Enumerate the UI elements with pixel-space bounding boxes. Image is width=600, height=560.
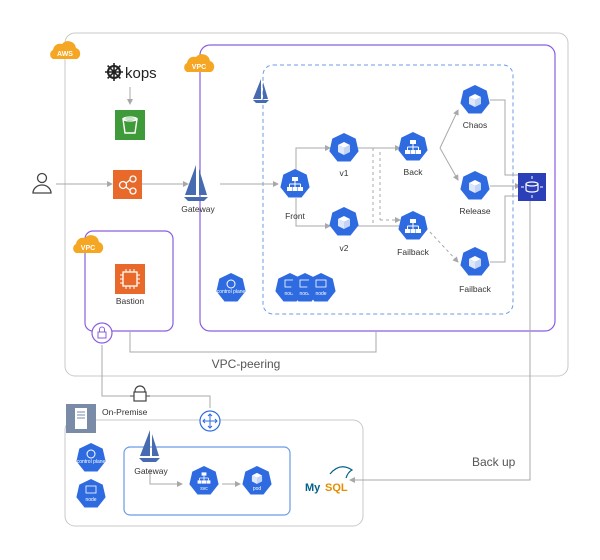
mysql-dolphin-icon xyxy=(329,466,354,479)
front-label: Front xyxy=(285,211,305,221)
back-up-label: Back up xyxy=(472,455,516,469)
aws-cloud-tag: AWS xyxy=(50,41,81,59)
back-label: Back xyxy=(404,167,424,177)
release-pod-icon xyxy=(460,171,490,200)
svg-text:node: node xyxy=(299,291,310,297)
svg-text:AWS: AWS xyxy=(57,51,73,58)
svg-text:SQL: SQL xyxy=(325,482,348,494)
onpremise-label: On-Premise xyxy=(102,407,148,417)
onprem-pod-icon: pod xyxy=(242,466,272,495)
failback-svc-label: Failback xyxy=(397,247,429,257)
aws-gateway-icon xyxy=(113,170,142,199)
v1-pod-icon xyxy=(329,133,359,162)
chaos-label: Chaos xyxy=(463,120,488,130)
vpc-cloud-tag-bastion: VPC xyxy=(73,235,104,253)
s3-bucket-icon xyxy=(115,110,145,140)
svg-text:VPC: VPC xyxy=(192,64,206,71)
istio-sail-icon-small xyxy=(253,79,269,103)
back-svc-icon xyxy=(398,132,428,161)
svg-text:kops: kops xyxy=(125,65,157,82)
svg-text:node: node xyxy=(315,291,326,297)
connectors xyxy=(56,87,531,487)
svg-text:VPC: VPC xyxy=(81,245,95,252)
onprem-node-icon: node xyxy=(76,479,106,508)
svg-text:control plane: control plane xyxy=(77,459,106,465)
gateway-label: Gateway xyxy=(181,204,215,214)
onprem-control-plane-icon: control plane xyxy=(76,443,106,472)
onpremise-cluster-group xyxy=(123,446,291,516)
v1-label: v1 xyxy=(340,168,349,178)
chaos-pod-icon xyxy=(460,85,490,114)
database-icon xyxy=(518,173,546,201)
onprem-istio-sail-icon xyxy=(139,430,160,462)
front-svc-icon xyxy=(280,169,310,198)
onprem-svc-icon: svc xyxy=(189,466,219,495)
release-label: Release xyxy=(459,206,490,216)
mysql-logo: My SQL xyxy=(305,466,354,494)
control-plane-icon: control plane xyxy=(216,273,246,302)
svg-text:node: node xyxy=(85,497,96,503)
v2-label: v2 xyxy=(340,243,349,253)
ec2-instance-icon xyxy=(115,264,145,294)
main-vpc-group xyxy=(199,44,556,332)
bastion-label: Bastion xyxy=(116,296,145,306)
failback-pod-label: Failback xyxy=(459,284,491,294)
vpn-lock-icon xyxy=(130,385,150,402)
aws-cloud-group xyxy=(64,32,569,377)
node-icon-3: node xyxy=(306,273,336,302)
svg-text:control plane: control plane xyxy=(217,289,246,295)
user-icon xyxy=(32,172,52,194)
vpc-cloud-tag: VPC xyxy=(184,54,215,72)
failback-svc-icon xyxy=(398,211,428,240)
vpc-peering-label: VPC-peering xyxy=(212,357,281,371)
svg-text:pod: pod xyxy=(253,486,262,492)
v2-pod-icon xyxy=(329,207,359,236)
k8s-cluster-group xyxy=(262,64,514,315)
svg-text:My: My xyxy=(305,482,321,494)
move-arrows-icon xyxy=(199,410,221,432)
kops-helm-icon xyxy=(105,63,123,81)
svg-text:svc: svc xyxy=(200,486,208,492)
kops-logo: kops xyxy=(105,63,157,82)
server-icon xyxy=(66,404,96,433)
lock-icon xyxy=(91,322,113,344)
onprem-gateway-label: Gateway xyxy=(134,466,168,476)
svg-text:node: node xyxy=(284,291,295,297)
bastion-vpc-group xyxy=(84,230,174,332)
istio-sail-icon xyxy=(184,165,208,201)
failback-pod-icon xyxy=(460,247,490,276)
